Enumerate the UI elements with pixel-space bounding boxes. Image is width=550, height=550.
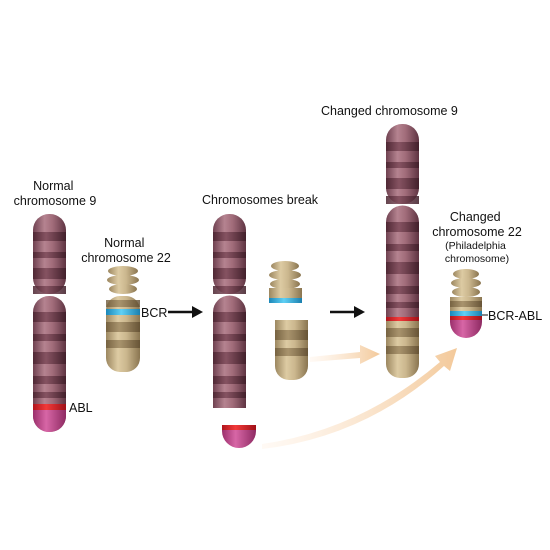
result-arrow: [330, 306, 365, 318]
chromosomes-break-label: Chromosomes break: [202, 193, 319, 207]
bcr-arrow: [168, 306, 203, 318]
normal-chromosome-9: [32, 214, 66, 433]
changed-chromosome-9: [386, 124, 419, 378]
chr22-to-chr9-peach-arrow: [310, 345, 380, 364]
philadelphia-label: (Philadelphia chromosome): [445, 240, 509, 265]
abl-to-chr22-peach-arrow: [262, 348, 457, 449]
normal-chr22-label: Normal chromosome 22: [81, 236, 171, 265]
normal-chromosome-22: [106, 266, 140, 372]
abl-label: ABL: [69, 401, 93, 415]
changed-chr22-label: Changed chromosome 22: [432, 210, 522, 239]
bcr-band: [106, 309, 140, 315]
broken-chromosome-22: [269, 261, 308, 380]
changed-chromosome-22: [450, 269, 482, 338]
broken-chromosome-9: [213, 214, 256, 448]
bcr-label: BCR: [141, 306, 167, 320]
bcr-abl-label: BCR-ABL: [488, 309, 542, 323]
normal-chr9-label: Normal chromosome 9: [14, 179, 97, 208]
changed-chr9-label: Changed chromosome 9: [321, 104, 458, 118]
abl-band: [33, 404, 66, 410]
